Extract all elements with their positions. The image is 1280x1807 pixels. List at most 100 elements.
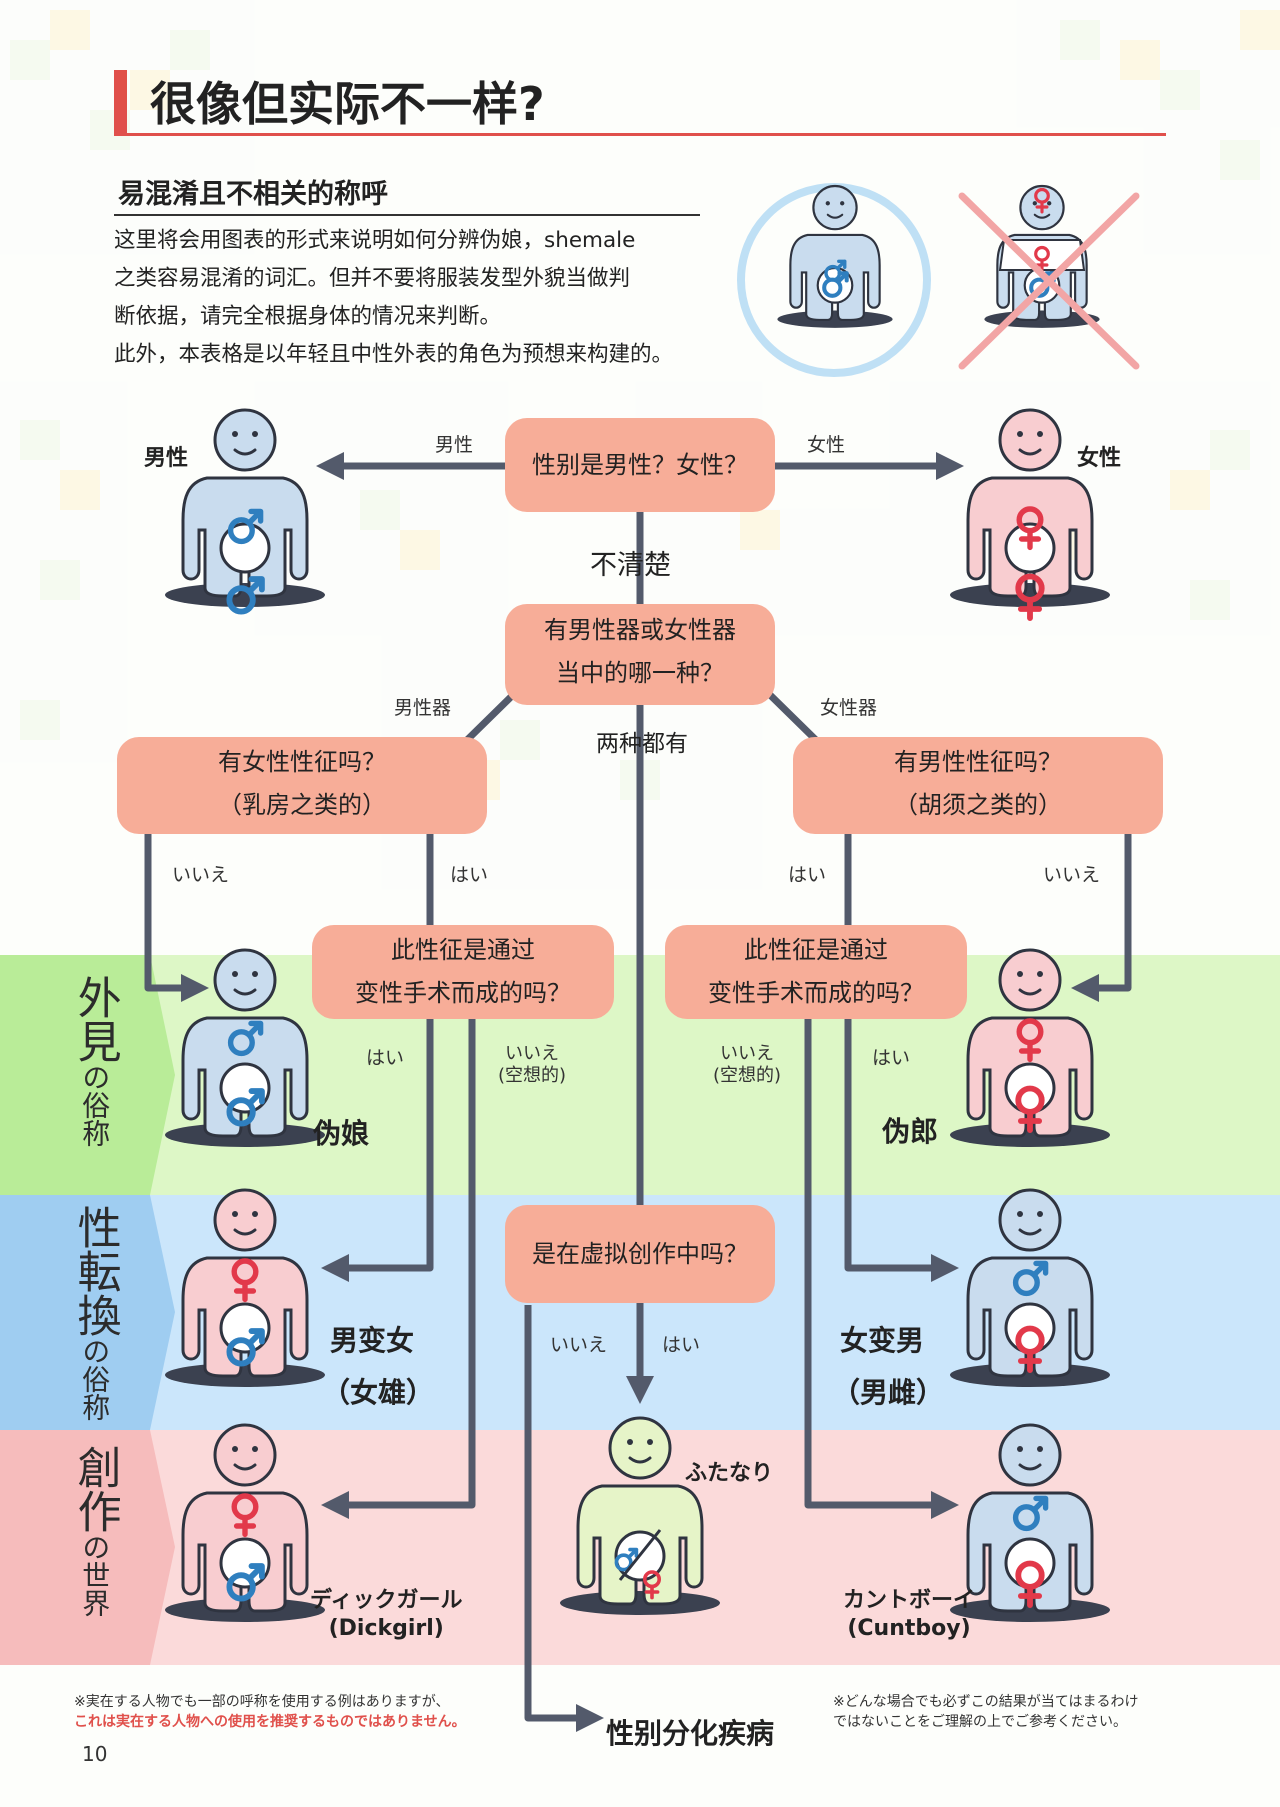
edge-label-q4r-no-line1: いいえ [720,1043,774,1064]
question-genitals: 有男性器或女性器 当中的哪一种？ [505,604,775,705]
question-genitals-line2: 当中的哪一种？ [556,659,724,687]
band-fiction-title: 創作 の世界 [52,1445,137,1617]
arrow-icon [321,1015,476,1519]
edge-label-q4l-yes: はい [366,1047,405,1069]
result-mtf-line1: 男变女 [330,1324,415,1357]
result-disorder: 性别分化疾病 [606,1717,775,1750]
figure-mtf [163,1188,327,1389]
edge-label-q4l-no-line1: いいえ [505,1043,559,1064]
result-dickgirl-line2: (Dickgirl) [328,1616,444,1641]
band-fiction-big: 創作 [69,1445,121,1533]
band-fiction-small: の世界 [78,1533,112,1617]
edge-label-female: 女性 [807,434,846,456]
figure-trap [163,948,327,1149]
figure-futanari [558,1416,722,1617]
result-cuntboy-line2: (Cuntboy) [847,1616,971,1641]
question-surgery-left-line2: 变性手术而成的吗？ [355,979,571,1007]
intro-line: 断依据，请完全根据身体的情况来判断。 [114,304,502,329]
edge-label-yes-right: はい [788,864,827,886]
result-male: 男性 [144,446,189,471]
edge-label-no-right: いいえ [1043,864,1101,886]
edge-label-q5-no: いいえ [550,1334,608,1356]
intro-text: 这里将会用图表的形式来说明如何分辨伪娘，shemale 之类容易混淆的词汇。但并… [114,222,673,374]
page-title: 很像但实际不一样? [150,77,545,131]
edge-label-no-left: いいえ [172,864,230,886]
question-surgery-right-line1: 此性征是通过 [744,936,888,964]
question-male-traits: 有男性性征吗？ （胡须之类的） [793,737,1163,834]
arrow-icon [524,1305,604,1732]
question-male-traits-line1: 有男性性征吗？ [894,748,1062,776]
edge-label-female-organ: 女性器 [820,697,878,719]
edge-label-q4l-no-line2: (空想的) [497,1065,567,1086]
band-transition-big: 性転換 [69,1205,121,1337]
result-dickgirl: ディックガール (Dickgirl) [310,1587,462,1643]
section-subtitle: 易混淆且不相关的称呼 [118,179,388,210]
question-genitals-line1: 有男性器或女性器 [544,616,736,644]
flow-arrows [144,452,1132,1732]
footer-note-right-line2: ではないことをご理解の上でご参考ください。 [833,1714,1127,1730]
edge-label-q4r-no: いいえ (空想的) [697,1043,797,1087]
band-appearance-big: 外見 [69,975,121,1063]
result-ftm-line2: （男雌） [832,1376,945,1409]
edge-label-q5-yes: はい [662,1334,701,1356]
edge-label-male-organ: 男性器 [394,697,452,719]
arrow-icon [1071,832,1132,1002]
result-trap: 伪娘 [313,1117,370,1150]
figure-dickgirl [163,1423,327,1624]
figure-reverse-trap [948,948,1112,1149]
female-symbol-icon [1018,577,1041,619]
edge-label-q4l-no: いいえ (空想的) [482,1043,582,1087]
arrow-icon [144,832,209,1002]
edge-label-q4r-yes: はい [872,1047,911,1069]
question-fiction: 是在虚拟创作中吗？ [505,1205,775,1303]
result-cuntboy: カントボーイ (Cuntboy) [843,1587,975,1643]
result-dickgirl-line1: ディックガール [310,1588,463,1613]
edge-label-male: 男性 [435,434,474,456]
correct-example [737,183,931,377]
result-ftm: 女变男 （男雌） [832,1315,944,1419]
intro-line: 这里将会用图表的形式来说明如何分辨伪娘，shemale [114,228,636,253]
wrong-example [958,184,1140,370]
cross-icon [958,192,1140,370]
footer-note-right-line1: ※どんな場合でも必ずこの結果が当てはまるわけ [833,1694,1139,1710]
band-transition-small: の俗称 [78,1337,112,1421]
title-accent-bar [114,70,127,133]
result-cuntboy-line1: カントボーイ [843,1588,976,1613]
footer-note-left-line2: これは実在する人物への使用を推奨するものではありません。 [74,1714,466,1730]
footer-note-right: ※どんな場合でも必ずこの結果が当てはまるわけ ではないことをご理解の上でご参考く… [833,1692,1138,1732]
question-surgery-right: 此性征是通过 变性手术而成的吗？ [665,925,967,1019]
question-female-traits-line1: 有女性性征吗？ [218,748,386,776]
question-surgery-right-line2: 变性手术而成的吗？ [708,979,924,1007]
intro-line: 之类容易混淆的词汇。但并不要将服装发型外貌当做判 [114,266,631,291]
intro-line: 此外，本表格是以年轻且中性外表的角色为预想来构建的。 [114,342,674,367]
edge-label-both: 两种都有 [596,731,688,757]
footer-note-left-line1: ※実在する人物でも一部の呼称を使用する例はありますが、 [74,1694,450,1710]
question-surgery-left-line1: 此性征是通过 [391,936,535,964]
band-appearance-title: 外見 の俗称 [52,975,137,1147]
band-appearance-small: の俗称 [78,1063,112,1147]
question-gender: 性别是男性？女性？ [505,418,775,512]
figure-male [163,408,327,612]
title-underline [114,133,1166,136]
arrow-icon [321,1015,434,1282]
question-surgery-left: 此性征是通过 变性手术而成的吗？ [312,925,614,1019]
result-futanari: ふたなり [685,1461,774,1486]
page-number: 10 [82,1742,108,1766]
question-female-traits-line2: （乳房之类的） [218,791,386,819]
edge-label-q4r-no-line2: (空想的) [712,1065,782,1086]
subtitle-underline [114,214,700,216]
edge-label-unclear: 不清楚 [590,550,671,581]
result-female: 女性 [1077,446,1122,471]
edge-label-yes-left: はい [450,864,489,886]
question-male-traits-line2: （胡须之类的） [894,791,1062,819]
question-female-traits: 有女性性征吗？ （乳房之类的） [117,737,487,834]
figure-ftm [948,1188,1112,1389]
result-reverse-trap: 伪郎 [882,1115,939,1148]
footer-note-left: ※実在する人物でも一部の呼称を使用する例はありますが、 これは実在する人物への使… [74,1692,466,1732]
result-mtf: 男变女 （女雄） [322,1315,434,1419]
band-transition-title: 性転換 の俗称 [52,1205,137,1421]
result-ftm-line1: 女变男 [840,1324,925,1357]
arrow-icon [804,1015,959,1519]
arrow-icon [844,1015,959,1282]
